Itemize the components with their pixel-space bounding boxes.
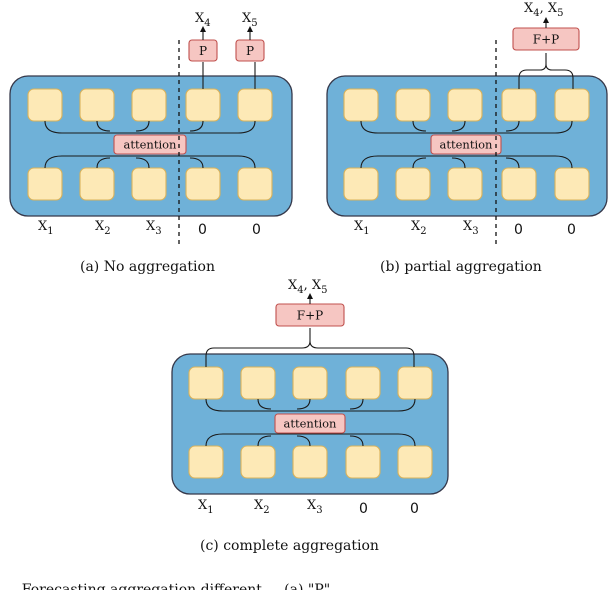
attention-box xyxy=(430,134,502,155)
token-top xyxy=(188,366,224,400)
input-label: X3 xyxy=(463,219,479,237)
input-label: X1 xyxy=(38,219,54,237)
token-top xyxy=(345,366,381,400)
attention-box xyxy=(113,134,187,155)
token-top xyxy=(240,366,276,400)
attention-wire-out xyxy=(44,120,256,134)
head-label: P xyxy=(199,44,207,58)
panel-a: attention P P X4 X5 X1 X2 X3 0 0 (a) No … xyxy=(9,11,293,275)
output-label: X5 xyxy=(242,11,258,29)
output-label: X4, X5 xyxy=(524,1,564,19)
input-label: 0 xyxy=(514,222,523,238)
token-top xyxy=(185,88,221,122)
token-top xyxy=(343,88,379,122)
panel-b: attention F+P X4, X5 X1 X2 X3 0 0 (b) pa… xyxy=(326,1,608,275)
token-bottom xyxy=(131,167,167,201)
head-label: F+P xyxy=(533,33,559,47)
attention-wire-in xyxy=(205,433,416,447)
attention-wire-out xyxy=(412,120,520,132)
output-label: X4 xyxy=(195,11,211,29)
token-bottom xyxy=(554,167,590,201)
token-top xyxy=(27,88,63,122)
token-bottom xyxy=(395,167,431,201)
attention-wire-out xyxy=(257,398,364,410)
input-label: 0 xyxy=(567,222,576,238)
attention-wire-out xyxy=(360,120,573,134)
output-label: X4, X5 xyxy=(288,278,328,296)
attention-wire-in xyxy=(44,155,256,169)
cropped-caption-text: ... Forecasting aggregation different ..… xyxy=(4,582,330,590)
input-label: X2 xyxy=(95,219,111,237)
head-label: P xyxy=(246,44,254,58)
token-bottom xyxy=(188,445,224,479)
attention-wire-in xyxy=(257,435,364,447)
token-top xyxy=(79,88,115,122)
input-label: X2 xyxy=(254,498,270,516)
token-bottom xyxy=(447,167,483,201)
token-bottom xyxy=(343,167,379,201)
input-label: X2 xyxy=(411,219,427,237)
token-top xyxy=(447,88,483,122)
attention-wire-out xyxy=(205,398,416,412)
attention-wire-out xyxy=(96,120,204,132)
token-bottom xyxy=(27,167,63,201)
token-bottom xyxy=(345,445,381,479)
token-bottom xyxy=(397,445,433,479)
input-label: 0 xyxy=(252,222,261,238)
input-label: X1 xyxy=(198,498,214,516)
attention-label: attention xyxy=(440,138,494,152)
arrowhead-icon xyxy=(247,26,253,32)
token-top xyxy=(554,88,590,122)
token-top xyxy=(395,88,431,122)
attention-label: attention xyxy=(124,138,178,152)
arrowhead-icon xyxy=(307,293,313,299)
head-label: F+P xyxy=(297,309,323,323)
input-label: X1 xyxy=(354,219,370,237)
attention-wire-in xyxy=(96,157,204,169)
token-top xyxy=(292,366,328,400)
token-bottom xyxy=(185,167,221,201)
token-bottom xyxy=(501,167,537,201)
caption: (a) No aggregation xyxy=(80,259,215,275)
arrowhead-icon xyxy=(543,17,549,23)
caption: (c) complete aggregation xyxy=(200,538,379,554)
token-top xyxy=(501,88,537,122)
token-bottom xyxy=(237,167,273,201)
token-bottom xyxy=(240,445,276,479)
input-label: 0 xyxy=(359,501,368,517)
attention-box xyxy=(274,413,346,434)
attention-wire-in xyxy=(412,157,520,169)
input-label: 0 xyxy=(410,501,419,517)
token-bottom xyxy=(292,445,328,479)
token-top xyxy=(237,88,273,122)
panel-c: attention F+P X4, X5 X1 X2 X3 0 0 (c) co… xyxy=(171,278,449,554)
token-bottom xyxy=(79,167,115,201)
arrowhead-icon xyxy=(200,26,206,32)
attention-label: attention xyxy=(284,417,338,431)
token-top xyxy=(131,88,167,122)
input-label: X3 xyxy=(146,219,162,237)
attention-wire-in xyxy=(360,155,573,169)
caption: (b) partial aggregation xyxy=(380,259,542,275)
input-label: X3 xyxy=(307,498,323,516)
input-label: 0 xyxy=(198,222,207,238)
token-top xyxy=(397,366,433,400)
